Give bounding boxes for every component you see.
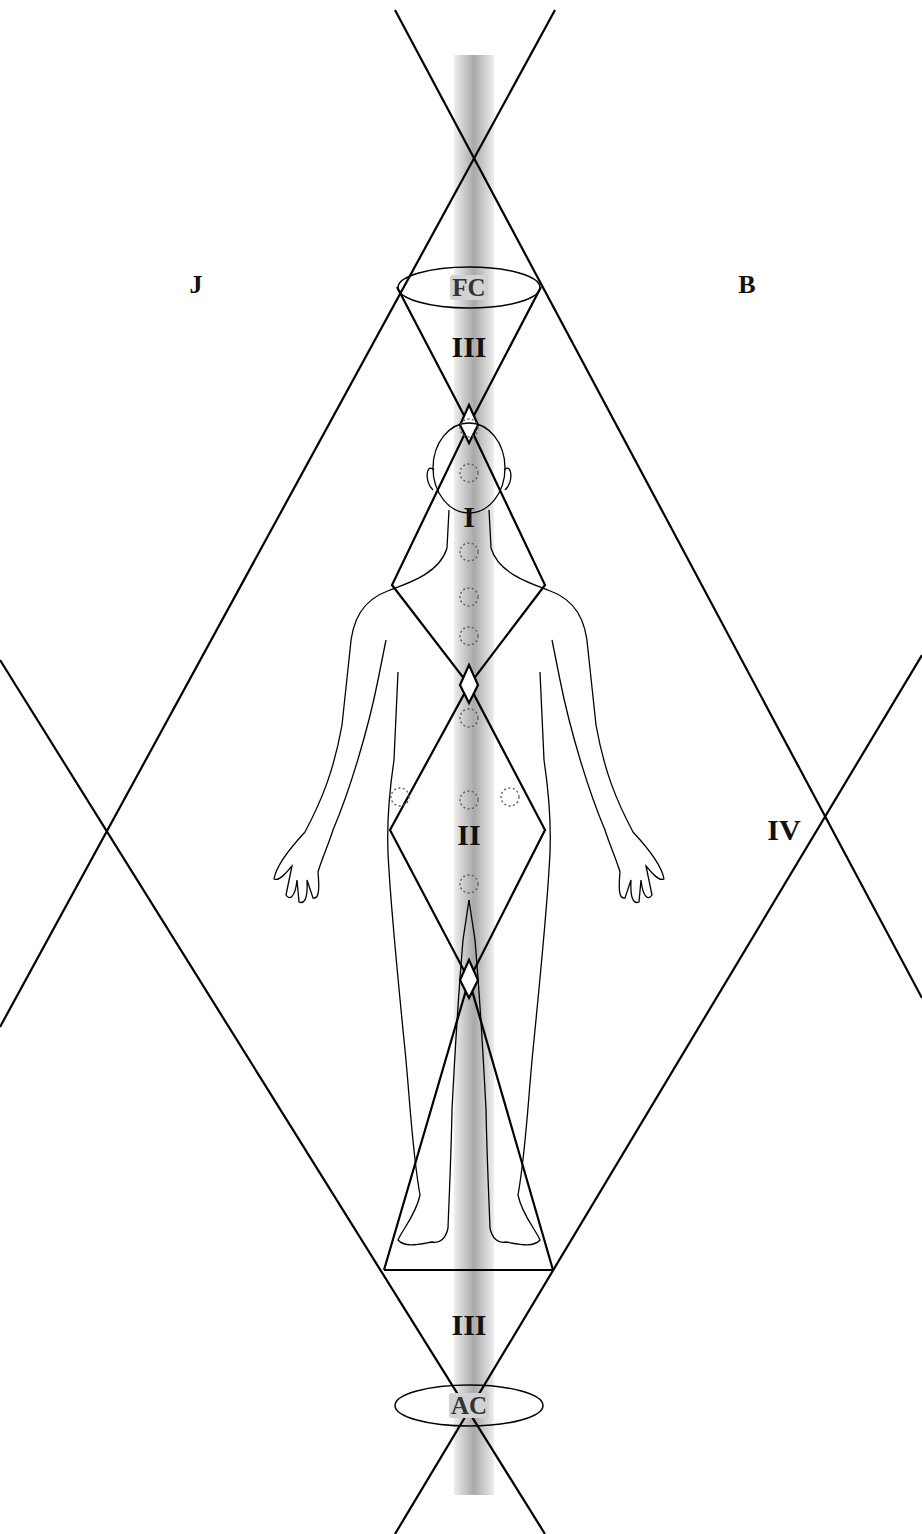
region-label: II	[456, 820, 481, 850]
energy-column	[454, 55, 494, 1495]
region-label: B	[737, 272, 756, 298]
region-label: J	[189, 272, 204, 298]
region-label: I	[462, 502, 476, 532]
chakra-ellipse: AC	[394, 1384, 544, 1427]
small-diamonds	[460, 405, 478, 998]
energy-centres	[391, 419, 519, 893]
node-label: AC	[449, 1393, 489, 1418]
region-label: III	[450, 332, 487, 362]
human-figure	[274, 423, 664, 1245]
geometry-lines	[0, 10, 922, 1534]
region-label: IV	[766, 815, 801, 845]
region-label: III	[450, 1310, 487, 1340]
ellipse-shape	[398, 267, 540, 308]
ellipse-shape	[395, 1385, 543, 1426]
chakra-ellipse: FC	[397, 266, 541, 309]
node-label: FC	[450, 275, 487, 300]
